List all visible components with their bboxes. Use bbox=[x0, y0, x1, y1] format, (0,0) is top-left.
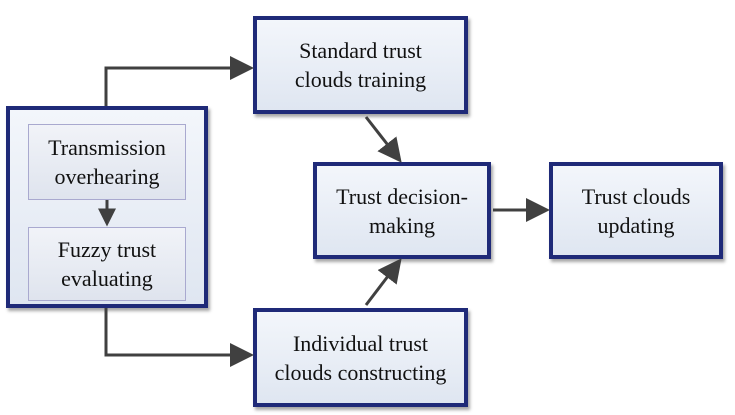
arrow-group-to-standard-training bbox=[104, 56, 254, 106]
arrow-standard-training-to-decision bbox=[364, 116, 402, 163]
arrow-individual-constructing-to-decision bbox=[364, 258, 402, 306]
trust-clouds-updating-label: Trust clouds updating bbox=[581, 183, 691, 238]
arrow-group-to-individual-constructing bbox=[104, 308, 254, 367]
fuzzy-trust-evaluating-box: Fuzzy trust evaluating bbox=[28, 227, 186, 301]
transmission-overhearing-label: Transmission overhearing bbox=[48, 135, 166, 189]
transmission-overhearing-box: Transmission overhearing bbox=[28, 124, 186, 200]
individual-trust-clouds-constructing-box: Individual trust clouds constructing bbox=[253, 308, 468, 407]
individual-trust-clouds-constructing-label: Individual trust clouds constructing bbox=[274, 330, 447, 385]
trust-decision-making-box: Trust decision- making bbox=[313, 162, 491, 259]
standard-trust-clouds-training-box: Standard trust clouds training bbox=[253, 16, 468, 114]
standard-trust-clouds-training-label: Standard trust clouds training bbox=[294, 38, 427, 92]
trust-decision-making-label: Trust decision- making bbox=[336, 183, 468, 238]
trust-clouds-updating-box: Trust clouds updating bbox=[549, 162, 723, 259]
fuzzy-trust-evaluating-label: Fuzzy trust evaluating bbox=[57, 237, 157, 291]
